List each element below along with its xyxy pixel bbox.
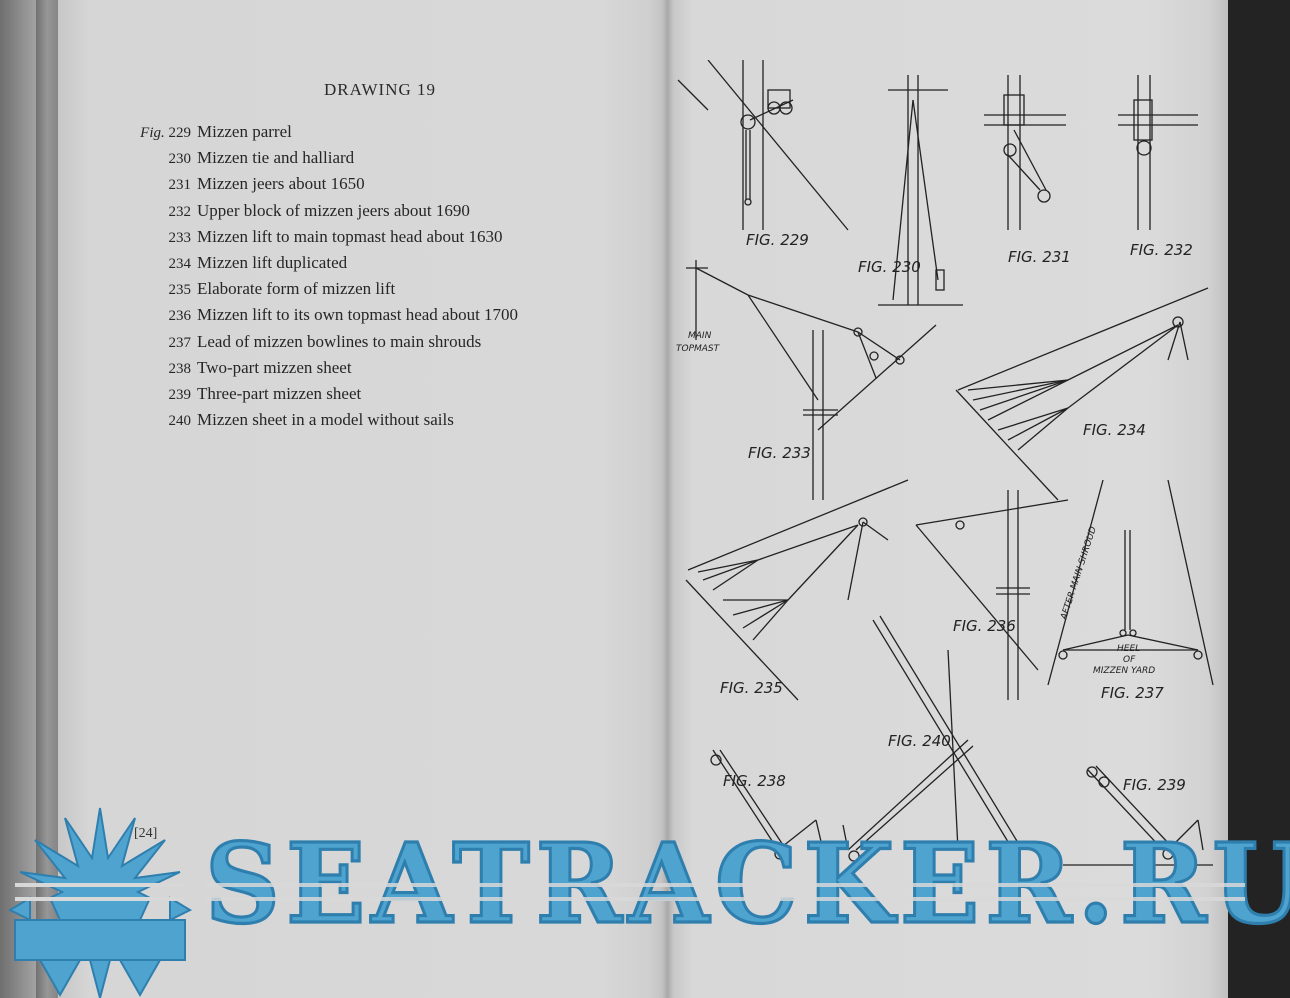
caption-number: 240 (168, 413, 192, 430)
caption-item: 237 Lead of mizzen bowlines to main shro… (125, 332, 605, 358)
fig-236-label: FIG. 236 (953, 617, 1016, 635)
fig-230-drawing: FIG. 230 (858, 75, 963, 306)
caption-number: 235 (168, 282, 192, 299)
heel-label: HEEL (1117, 644, 1140, 654)
main-topmast-label-1: MAIN (688, 331, 712, 341)
caption-text: Elaborate form of mizzen lift (197, 279, 396, 299)
caption-text: Three-part mizzen sheet (197, 383, 362, 403)
after-main-shroud-label: AFTER MAIN SHROUD (1059, 525, 1099, 621)
caption-number: 234 (168, 255, 192, 272)
fig-240-drawing: FIG. 240 (842, 615, 1021, 862)
fig-232-label: FIG. 232 (1130, 241, 1193, 259)
of-label: OF (1123, 655, 1136, 665)
fig-240-label: FIG. 240 (888, 732, 951, 750)
fig-234-label: FIG. 234 (1083, 421, 1146, 439)
caption-text: Mizzen lift duplicated (197, 252, 348, 272)
caption-item: Fig. 229 Mizzen parrel (125, 122, 605, 148)
fig-231-label: FIG. 231 (1008, 248, 1071, 266)
fig-235-drawing: FIG. 235 (685, 479, 909, 701)
book-gutter (662, 0, 674, 998)
caption-item: 240 Mizzen sheet in a model without sail… (125, 410, 605, 436)
page-heading: DRAWING 19 (323, 80, 437, 99)
fig-239-drawing: FIG. 239 (1063, 765, 1213, 866)
caption-item: 236 Mizzen lift to its own topmast head … (125, 305, 605, 331)
main-topmast-label-2: TOPMAST (676, 344, 721, 354)
fig-229-label: FIG. 229 (746, 231, 809, 249)
caption-text: Lead of mizzen bowlines to main shrouds (197, 331, 482, 351)
watermark-band (205, 897, 1245, 901)
caption-text: Upper block of mizzen jeers about 1690 (197, 200, 470, 220)
caption-text: Mizzen tie and halliard (197, 148, 355, 168)
fig-239-label: FIG. 239 (1123, 776, 1186, 794)
caption-number: 236 (168, 308, 192, 325)
rigging-drawings: FIG. 229 FIG. 230 FIG. 231 (676, 60, 1214, 866)
page-edge-shadow (36, 0, 58, 998)
caption-number: 230 (168, 151, 192, 168)
caption-item: 234 Mizzen lift duplicated (125, 253, 605, 279)
fig-231-drawing: FIG. 231 (984, 75, 1071, 266)
caption-item: 235 Elaborate form of mizzen lift (125, 279, 605, 305)
caption-item: 232 Upper block of mizzen jeers about 16… (125, 201, 605, 227)
caption-number: 237 (168, 334, 192, 351)
caption-number: Fig. 229 (140, 125, 191, 141)
caption-text: Mizzen lift to its own topmast head abou… (197, 305, 519, 325)
caption-number: 231 (168, 177, 192, 194)
fig-232-drawing: FIG. 232 (1118, 75, 1198, 259)
caption-item: 233 Mizzen lift to main topmast head abo… (125, 227, 605, 253)
caption-item: 230 Mizzen tie and halliard (125, 148, 605, 174)
fig-233-drawing: MAIN TOPMAST FIG. 233 (676, 260, 937, 500)
caption-text: Mizzen lift to main topmast head about 1… (197, 226, 503, 246)
caption-item: 231 Mizzen jeers about 1650 (125, 174, 605, 200)
right-page (668, 0, 1228, 998)
left-page (0, 0, 668, 998)
caption-text: Mizzen jeers about 1650 (197, 174, 365, 194)
fig-233-label: FIG. 233 (748, 444, 811, 462)
watermark-sun-logo (7, 807, 193, 998)
fig-235-label: FIG. 235 (720, 679, 783, 697)
caption-number: 233 (168, 229, 192, 246)
caption-item: 238 Two-part mizzen sheet (125, 358, 605, 384)
caption-list: Fig. 229 Mizzen parrel 230 Mizzen tie an… (125, 122, 605, 436)
caption-item: 239 Three-part mizzen sheet (125, 384, 605, 410)
fig-238-label: FIG. 238 (723, 772, 786, 790)
page-number: [24] (134, 826, 158, 841)
caption-text: Mizzen sheet in a model without sails (197, 410, 454, 430)
mizzen-yard-label: MIZZEN YARD (1093, 666, 1155, 676)
fig-234-drawing: FIG. 234 (955, 287, 1209, 501)
watermark-band (205, 883, 1245, 887)
fig-237-drawing: AFTER MAIN SHROUD HEEL OF MIZZEN YARD FI… (1047, 479, 1214, 702)
caption-number: 238 (168, 360, 192, 377)
fig-229-drawing: FIG. 229 (677, 60, 849, 249)
right-edge-dark (1228, 0, 1290, 998)
fig-237-label: FIG. 237 (1101, 684, 1164, 702)
caption-text: Two-part mizzen sheet (197, 357, 352, 377)
fig-236-drawing: FIG. 236 (915, 490, 1069, 700)
fig-230-label: FIG. 230 (858, 258, 921, 276)
caption-number: 239 (168, 386, 192, 403)
fig-238-drawing: FIG. 238 (710, 749, 824, 860)
caption-number: 232 (168, 203, 192, 220)
caption-text: Mizzen parrel (197, 122, 292, 141)
